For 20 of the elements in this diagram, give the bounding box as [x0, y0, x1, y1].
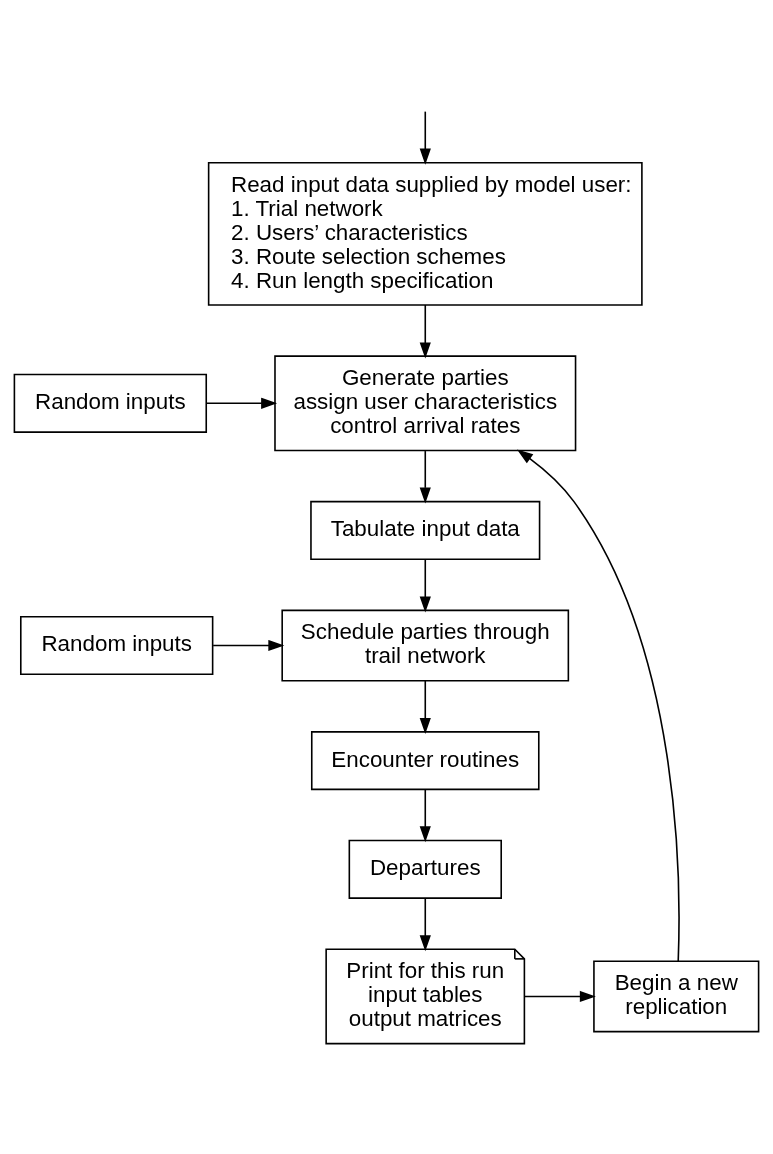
node-box: Schedule parties through trail network	[281, 609, 570, 682]
arrow	[419, 450, 431, 504]
arrow	[517, 449, 680, 962]
arrow	[419, 789, 431, 843]
node-box: Generate parties assign user characteristics control arrival rates	[274, 355, 577, 452]
node-box: Random inputs	[13, 373, 208, 433]
arrow	[205, 397, 278, 409]
arrow	[419, 897, 431, 952]
arrow	[524, 990, 596, 1003]
arrow	[419, 110, 431, 165]
arrow	[212, 639, 285, 652]
node-box: Tabulate input data	[310, 500, 541, 560]
node-box: Departures	[348, 839, 502, 899]
node-box: Read input data supplied by model user: 1. Trial network 2. Users’ characteristics 3. Route selection schemes 4. Run length specification	[207, 161, 643, 306]
node-box: Random inputs	[20, 615, 214, 676]
node-box: Encounter routines	[310, 731, 540, 791]
arrow	[419, 679, 431, 734]
arrow	[419, 558, 431, 613]
arrow	[419, 304, 431, 359]
node-box: Begin a new replication	[593, 960, 760, 1033]
